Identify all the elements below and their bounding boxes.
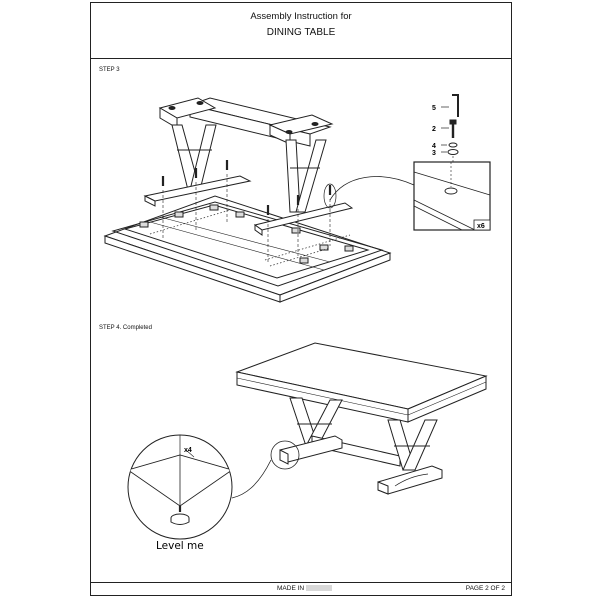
step3-bolts: [161, 160, 332, 262]
step3-quantity: x6: [477, 223, 485, 230]
step4-callout-ring: [270, 440, 300, 470]
flat-washer-icon: [447, 149, 459, 155]
made-in-label: MADE IN: [277, 585, 305, 592]
instruction-sheet: Assembly Instruction for DINING TABLE ST…: [90, 2, 512, 596]
page-number: PAGE 2 OF 2: [465, 585, 505, 592]
document-header: Assembly Instruction for DINING TABLE: [91, 3, 511, 59]
allen-key-icon: [452, 94, 459, 117]
step3-detail-box: [413, 161, 491, 231]
step4-quantity: x4: [184, 447, 192, 454]
document-title-line2: DINING TABLE: [266, 27, 336, 38]
document-title-line1: Assembly Instruction for: [250, 11, 352, 22]
step3-trestle-base: [143, 97, 354, 236]
leveling-foot-detail: [127, 434, 233, 540]
tabletop-right-edge: [407, 375, 487, 423]
step3-label: STEP 3: [99, 67, 120, 73]
level-note: Level me: [156, 540, 204, 552]
part-number-5: 5: [432, 105, 436, 112]
part-number-4: 4: [432, 143, 436, 150]
document-footer: MADE IN PAGE 2 OF 2: [91, 582, 511, 595]
step3-callout-line: [329, 176, 415, 201]
redacted-country: [306, 585, 333, 592]
step4-callout-line: [231, 459, 272, 499]
part-number-3: 3: [432, 150, 436, 157]
step4-label: STEP 4. Completed: [99, 325, 152, 331]
step4-table: [235, 342, 488, 495]
bolt-icon: [449, 119, 457, 138]
spring-washer-icon: [448, 142, 458, 148]
made-in-text: MADE IN: [277, 585, 333, 592]
tabletop-edge-side: [279, 252, 391, 303]
step3-callout-ring: [323, 183, 337, 209]
step3-table-frame: [103, 195, 392, 303]
part-number-2: 2: [432, 126, 436, 133]
